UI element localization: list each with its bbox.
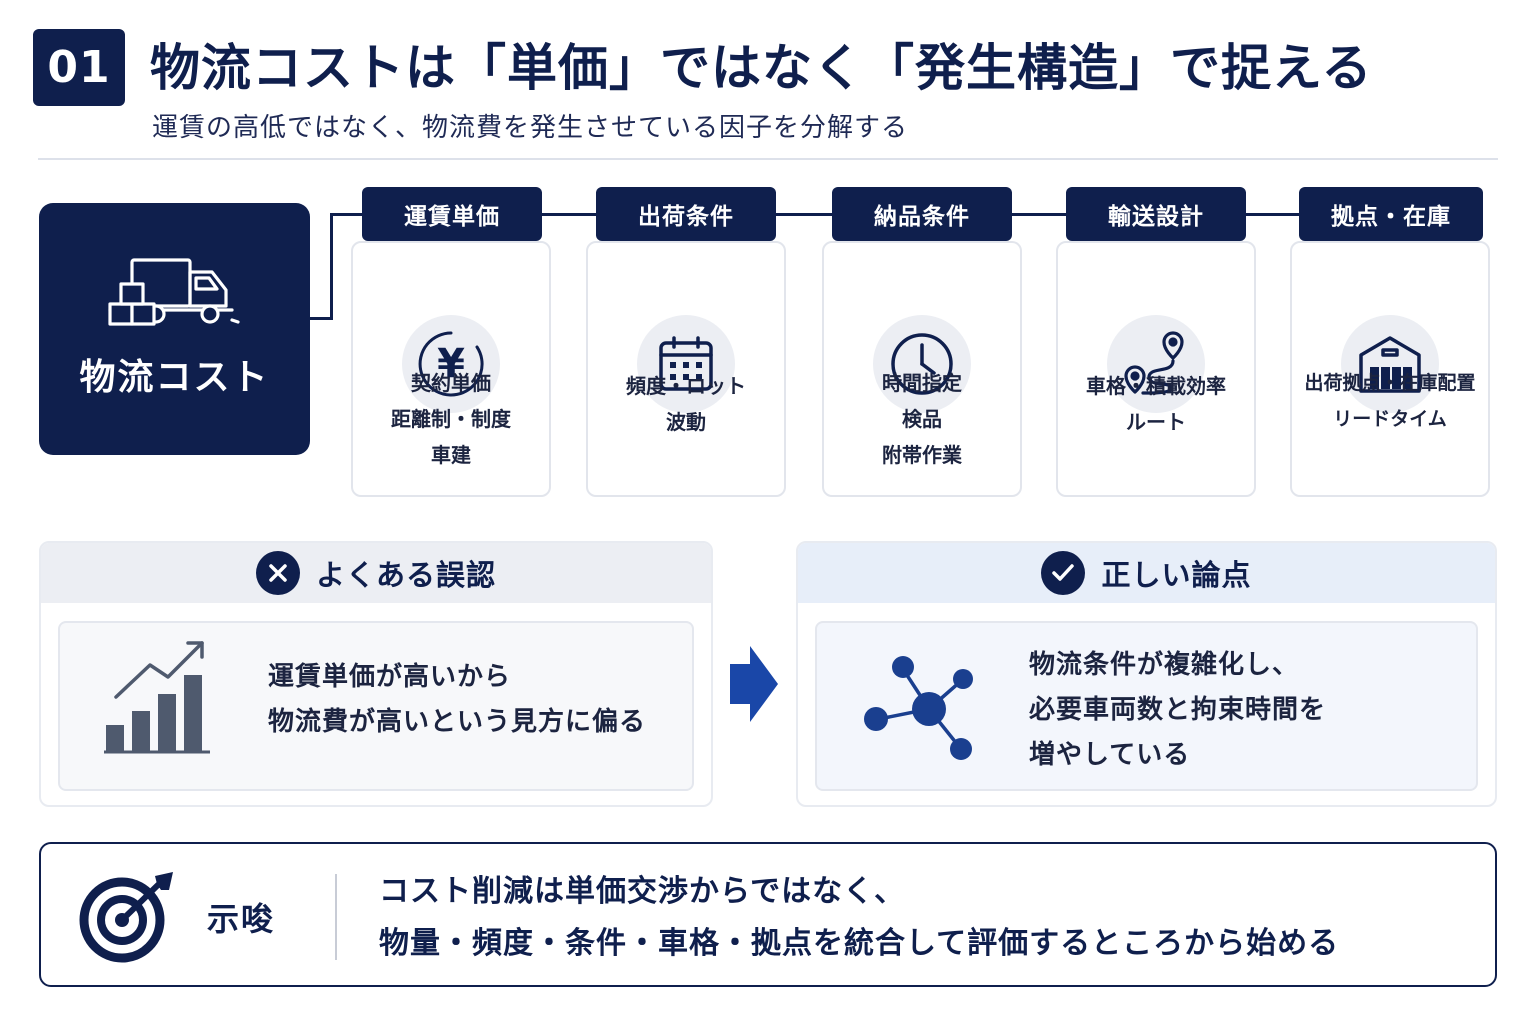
factor-shipping-conditions: 頻度・ロット 波動 出荷条件 bbox=[586, 187, 786, 497]
misconception-header: よくある誤認 bbox=[41, 543, 711, 603]
implication-separator bbox=[335, 874, 337, 960]
route-pin-icon bbox=[1124, 331, 1184, 395]
misconception-heading: よくある誤認 bbox=[315, 558, 496, 592]
correct-point-line: 物流条件が複雑化し、 bbox=[1029, 650, 1300, 680]
x-circle-icon bbox=[255, 551, 300, 595]
factor-freight-rate: ¥ 契約単価 距離制・制度 車建 運賃単価 bbox=[351, 187, 551, 497]
implication-label: 示唆 bbox=[207, 900, 276, 938]
factor-transport-design: 車格・積載効率 ルート 輸送設計 bbox=[1056, 187, 1256, 497]
factor-line: 時間指定 bbox=[882, 371, 962, 395]
correct-point-heading: 正しい論点 bbox=[1101, 558, 1252, 592]
warehouse-icon bbox=[1359, 336, 1421, 393]
misconception-panel: よくある誤認 運賃単価が高いから 物流費が高いという見方に偏る bbox=[39, 541, 713, 807]
misconception-line: 物流費が高いという見方に偏る bbox=[268, 707, 647, 737]
connector-core-vertical bbox=[330, 213, 333, 320]
misconception-body: 運賃単価が高いから 物流費が高いという見方に偏る bbox=[58, 621, 694, 791]
factor-card: 頻度・ロット 波動 bbox=[586, 241, 786, 497]
factor-card: ¥ 契約単価 距離制・制度 車建 bbox=[351, 241, 551, 497]
yen-icon-wrapper: ¥ bbox=[402, 315, 500, 413]
factor-line: ルート bbox=[1126, 410, 1186, 434]
truck-boxes-icon bbox=[107, 258, 240, 326]
factor-card: 車格・積載効率 ルート bbox=[1056, 241, 1256, 497]
factor-line: 出荷拠点・在庫配置 bbox=[1304, 372, 1476, 394]
factor-delivery-conditions: 時間指定 検品 附帯作業 納品条件 bbox=[822, 187, 1022, 497]
network-nodes-icon bbox=[864, 656, 973, 760]
route-pin-icon-wrapper bbox=[1107, 315, 1205, 413]
correct-point-body: 物流条件が複雑化し、 必要車両数と拘束時間を 増やしている bbox=[815, 621, 1478, 791]
factor-line: リードタイム bbox=[1333, 408, 1447, 430]
implication-line: コスト削減は単価交渉からではなく、 bbox=[379, 874, 906, 909]
connector-core-horizontal bbox=[310, 317, 332, 320]
factor-line: 検品 bbox=[902, 407, 942, 431]
calendar-icon-wrapper bbox=[637, 315, 735, 413]
correct-point-panel: 正しい論点 物流条件が複雑化し、 必要車両数と拘束時間を 増やしている bbox=[796, 541, 1497, 807]
factor-title: 輸送設計 bbox=[1066, 187, 1246, 241]
svg-text:¥: ¥ bbox=[437, 341, 465, 387]
header-divider bbox=[38, 158, 1498, 160]
correct-point-line: 増やしている bbox=[1029, 740, 1191, 770]
page-title: 物流コストは「単価」ではなく「発生構造」で捉える bbox=[150, 39, 1373, 97]
factor-card: 時間指定 検品 附帯作業 bbox=[822, 241, 1022, 497]
implication-line: 物量・頻度・条件・車格・拠点を統合して評価するところから始める bbox=[379, 926, 1340, 961]
core-logistics-cost-box: 物流コスト bbox=[39, 203, 310, 455]
arrow-right-icon bbox=[730, 646, 778, 722]
factor-title: 拠点・在庫 bbox=[1299, 187, 1483, 241]
bar-chart-trend-icon bbox=[104, 641, 210, 754]
factor-line: 頻度・ロット bbox=[626, 374, 746, 398]
factor-title: 出荷条件 bbox=[596, 187, 776, 241]
factor-line: 距離制・制度 bbox=[391, 407, 511, 431]
factor-line: 附帯作業 bbox=[882, 443, 962, 467]
page-subtitle: 運賃の高低ではなく、物流費を発生させている因子を分解する bbox=[152, 113, 909, 143]
correct-point-line: 必要車両数と拘束時間を bbox=[1029, 695, 1327, 725]
warehouse-icon-wrapper bbox=[1341, 315, 1439, 413]
factor-title: 納品条件 bbox=[832, 187, 1012, 241]
calendar-icon bbox=[659, 336, 713, 391]
section-number-badge: 01 bbox=[33, 29, 125, 106]
check-circle-icon bbox=[1041, 551, 1086, 595]
implication-box: 示唆 コスト削減は単価交渉からではなく、 物量・頻度・条件・車格・拠点を統合して… bbox=[39, 842, 1497, 987]
factor-title: 運賃単価 bbox=[362, 187, 542, 241]
clock-icon bbox=[891, 333, 953, 395]
yen-icon: ¥ bbox=[418, 331, 484, 397]
factor-base-inventory: 出荷拠点・在庫配置 リードタイム 拠点・在庫 bbox=[1290, 187, 1490, 497]
target-icon bbox=[79, 872, 173, 963]
factor-line: 契約単価 bbox=[411, 371, 491, 395]
clock-icon-wrapper bbox=[873, 315, 971, 413]
factor-line: 車建 bbox=[431, 443, 471, 467]
core-label: 物流コスト bbox=[79, 357, 270, 398]
factor-card: 出荷拠点・在庫配置 リードタイム bbox=[1290, 241, 1490, 497]
correct-point-header: 正しい論点 bbox=[798, 543, 1495, 603]
misconception-line: 運賃単価が高いから bbox=[268, 662, 512, 692]
factor-line: 車格・積載効率 bbox=[1086, 374, 1226, 398]
factor-line: 波動 bbox=[666, 410, 706, 434]
